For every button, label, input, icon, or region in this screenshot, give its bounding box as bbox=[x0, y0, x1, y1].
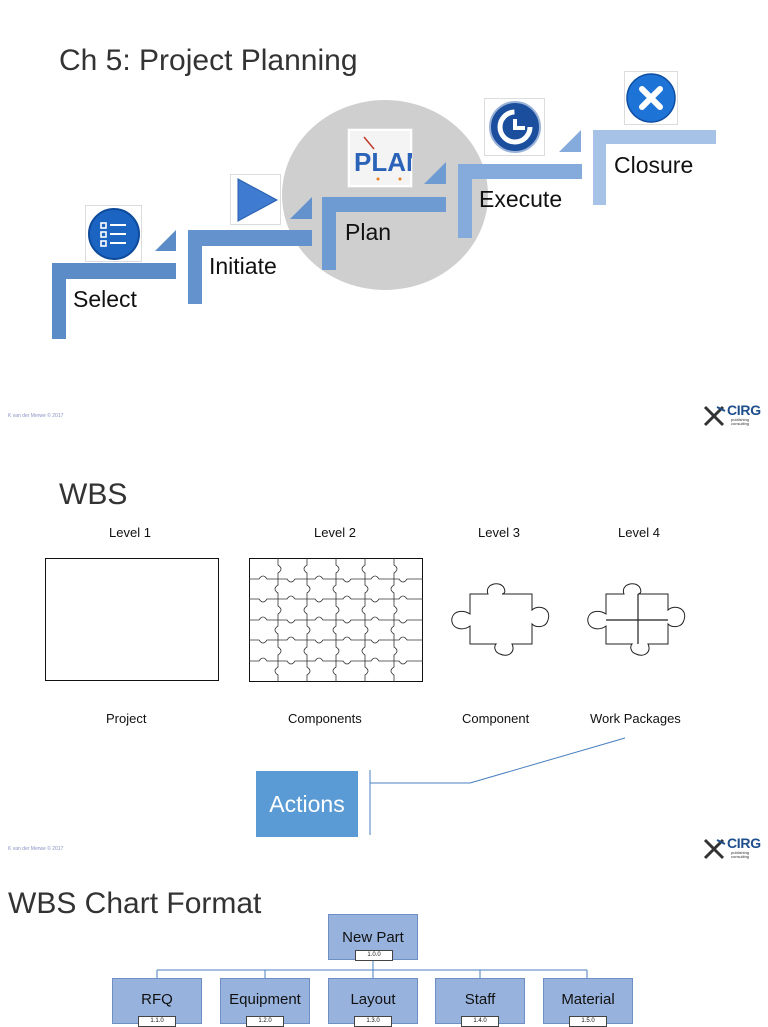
wbs-node-equipment-code: 1.2.0 bbox=[246, 1016, 284, 1027]
step-execute-arrow bbox=[559, 130, 581, 152]
planning-staircase bbox=[52, 100, 716, 339]
caption-work-packages: Work Packages bbox=[590, 711, 681, 726]
cirg-logo-sub1-2: publishing bbox=[731, 850, 750, 855]
cirg-logo-sub2-2: consulting bbox=[731, 854, 750, 859]
jigsaw-grid-icon bbox=[249, 558, 423, 682]
wbs-node-material-code: 1.5.0 bbox=[569, 1016, 607, 1027]
step-select-shape bbox=[52, 263, 176, 339]
step-plan-label: Plan bbox=[345, 219, 392, 245]
step-initiate-shape bbox=[188, 230, 312, 304]
level-2-label: Level 2 bbox=[314, 525, 356, 540]
wbs-node-root: New Part bbox=[328, 914, 418, 960]
wbs-node-material: Material bbox=[543, 978, 633, 1024]
cirg-logo-text-2: CIRG bbox=[727, 835, 761, 851]
caption-component: Component bbox=[462, 711, 530, 726]
wbs-chart-title: WBS Chart Format bbox=[8, 887, 262, 920]
split-puzzle-piece-icon bbox=[587, 583, 686, 656]
plan-icon-text: PLAN bbox=[354, 147, 412, 177]
page-title: Ch 5: Project Planning bbox=[59, 44, 358, 77]
cirg-logo-2: CIRG publishing consulting bbox=[703, 835, 765, 863]
caption-project: Project bbox=[106, 711, 147, 726]
caption-components: Components bbox=[288, 711, 362, 726]
level-1-label: Level 1 bbox=[109, 525, 151, 540]
level-4-label: Level 4 bbox=[618, 525, 660, 540]
wbs-node-rfq-code: 1.1.0 bbox=[138, 1016, 176, 1027]
project-rectangle bbox=[45, 558, 219, 681]
plan-letters-icon: PLAN bbox=[347, 128, 425, 188]
wbs-node-staff-label: Staff bbox=[464, 991, 496, 1008]
wbs-node-staff-code: 1.4.0 bbox=[461, 1016, 499, 1027]
step-plan-shape bbox=[322, 197, 446, 270]
level-3-label: Level 3 bbox=[478, 525, 520, 540]
cirg-logo-sub1: publishing bbox=[731, 417, 750, 422]
wbs-node-material-label: Material bbox=[561, 991, 615, 1008]
step-plan-arrow bbox=[424, 162, 446, 184]
checklist-icon bbox=[85, 205, 142, 262]
wbs-node-root-label: New Part bbox=[342, 929, 404, 946]
actions-connector bbox=[369, 737, 626, 835]
step-execute-shape bbox=[458, 164, 582, 238]
step-initiate-label: Initiate bbox=[209, 253, 277, 279]
wbs-node-equipment-label: Equipment bbox=[229, 991, 301, 1008]
wbs-node-layout-label: Layout bbox=[350, 991, 396, 1008]
wbs-title: WBS bbox=[59, 478, 128, 511]
play-icon bbox=[230, 174, 281, 225]
step-initiate-arrow bbox=[290, 197, 312, 219]
wbs-node-root-code: 1.0.0 bbox=[355, 950, 393, 961]
wbs-node-rfq-label: RFQ bbox=[141, 991, 173, 1008]
cirg-logo-mark-icon-2 bbox=[703, 838, 726, 860]
step-execute-label: Execute bbox=[479, 186, 563, 212]
cirg-logo-mark-icon bbox=[703, 405, 726, 427]
wbs-node-layout-code: 1.3.0 bbox=[354, 1016, 392, 1027]
footer-copyright: K van der Merwe © 2017 bbox=[8, 413, 64, 419]
step-select-arrow bbox=[155, 230, 176, 251]
progress-dial-icon bbox=[484, 98, 545, 156]
tree-connectors bbox=[156, 960, 588, 978]
step-closure-shape bbox=[593, 130, 716, 205]
actions-box: Actions bbox=[256, 771, 358, 837]
footer-copyright-2: K van der Merwe © 2017 bbox=[8, 846, 64, 852]
cirg-logo: CIRG publishing consulting bbox=[703, 402, 765, 430]
puzzle-piece-icon bbox=[451, 583, 550, 656]
cirg-logo-sub2: consulting bbox=[731, 421, 750, 426]
close-icon bbox=[624, 71, 678, 125]
step-select-label: Select bbox=[73, 286, 137, 312]
step-closure-label: Closure bbox=[614, 152, 694, 178]
cirg-logo-text: CIRG bbox=[727, 402, 761, 418]
